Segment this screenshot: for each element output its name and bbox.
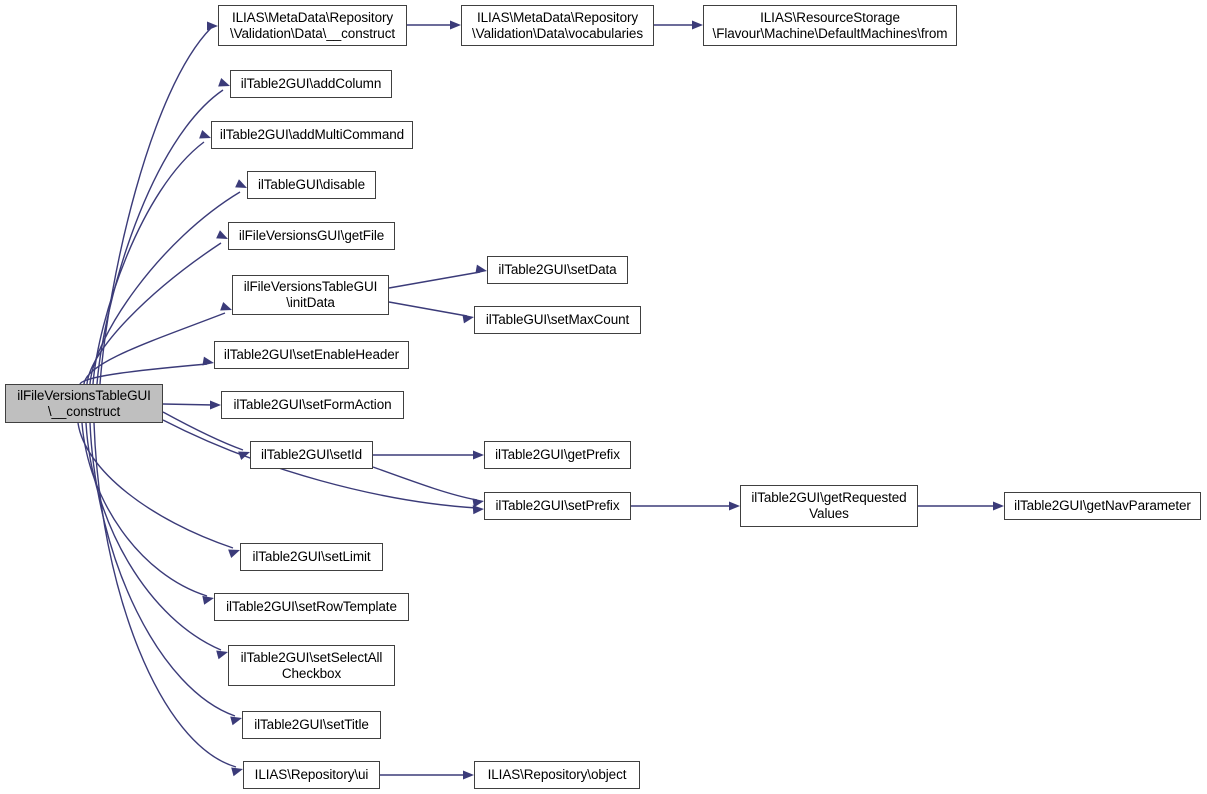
- graph-node-defaultmachines[interactable]: ILIAS\ResourceStorage \Flavour\Machine\D…: [703, 5, 957, 46]
- graph-node-label: ILIAS\Repository\ui: [254, 767, 369, 782]
- graph-edge-arrowhead: [462, 314, 474, 324]
- graph-node-getRequested[interactable]: ilTable2GUI\getRequested Values: [740, 485, 918, 527]
- graph-node-label: ilTable2GUI\setData: [498, 262, 617, 277]
- graph-node-label: ilTableGUI\disable: [257, 177, 365, 192]
- graph-node-label: ilTableGUI\setMaxCount: [485, 312, 630, 327]
- graph-edge-arrowhead: [993, 501, 1004, 511]
- graph-edge-root-to-setTitle: [89, 422, 236, 717]
- graph-edge-arrowhead: [729, 501, 740, 511]
- graph-node-setLimit[interactable]: ilTable2GUI\setLimit: [240, 543, 383, 571]
- graph-node-setMaxCount[interactable]: ilTableGUI\setMaxCount: [474, 306, 641, 334]
- graph-node-addMultiCommand[interactable]: ilTable2GUI\addMultiCommand: [211, 121, 413, 149]
- graph-edge-root-to-getFile: [86, 242, 222, 385]
- graph-node-root[interactable]: ilFileVersionsTableGUI \__construct: [5, 384, 163, 423]
- graph-node-disable[interactable]: ilTableGUI\disable: [247, 171, 376, 199]
- graph-edge-arrowhead: [473, 450, 484, 460]
- graph-node-label: ilFileVersionsTableGUI \initData: [243, 279, 378, 310]
- graph-edge-root-to-addColumn: [96, 89, 224, 385]
- graph-node-label: ilTable2GUI\setFormAction: [233, 397, 392, 412]
- graph-node-getPrefix[interactable]: ilTable2GUI\getPrefix: [484, 441, 631, 469]
- graph-node-label: ilTable2GUI\setSelectAll Checkbox: [240, 649, 383, 681]
- graph-node-initData[interactable]: ilFileVersionsTableGUI \initData: [232, 275, 389, 315]
- graph-node-setData[interactable]: ilTable2GUI\setData: [487, 256, 628, 284]
- graph-node-repo_ui[interactable]: ILIAS\Repository\ui: [243, 761, 380, 789]
- graph-node-label: ilTable2GUI\setRowTemplate: [226, 599, 397, 614]
- graph-node-label: ilTable2GUI\addColumn: [240, 76, 382, 91]
- graph-node-setSelectAll[interactable]: ilTable2GUI\setSelectAll Checkbox: [228, 645, 395, 686]
- graph-edge-arrowhead: [210, 400, 221, 410]
- graph-node-label: ilTable2GUI\setPrefix: [495, 498, 620, 513]
- graph-edge-arrowhead: [202, 356, 214, 366]
- graph-node-repo_object[interactable]: ILIAS\Repository\object: [474, 761, 640, 789]
- graph-edge-root-to-setFormAction: [162, 403, 215, 406]
- graph-edge-arrowhead: [472, 505, 484, 515]
- graph-node-label: ILIAS\MetaData\Repository \Validation\Da…: [229, 9, 396, 41]
- graph-edge-root-to-setLimit: [77, 422, 234, 549]
- graph-node-label: ilTable2GUI\setEnableHeader: [223, 347, 400, 362]
- graph-edge-arrowhead: [450, 20, 461, 30]
- graph-node-setTitle[interactable]: ilTable2GUI\setTitle: [242, 711, 381, 739]
- graph-edge-initData-to-setMaxCount: [388, 301, 468, 317]
- graph-node-setEnableHeader[interactable]: ilTable2GUI\setEnableHeader: [214, 341, 409, 369]
- graph-node-getNavParameter[interactable]: ilTable2GUI\getNavParameter: [1004, 492, 1201, 520]
- graph-node-label: ilFileVersionsGUI\getFile: [238, 228, 385, 243]
- graph-edge-root-to-setEnableHeader: [79, 363, 208, 385]
- graph-edge-root-to-setSelectAll: [85, 422, 222, 651]
- graph-edge-setId-to-setPrefix: [372, 466, 478, 501]
- graph-node-label: ilTable2GUI\getRequested Values: [751, 490, 907, 521]
- graph-edge-arrowhead: [692, 20, 703, 30]
- graph-node-label: ILIAS\MetaData\Repository \Validation\Da…: [472, 9, 643, 41]
- graph-node-addColumn[interactable]: ilTable2GUI\addColumn: [230, 70, 392, 98]
- graph-edge-root-to-setRowTemplate: [81, 422, 208, 597]
- graph-node-setRowTemplate[interactable]: ilTable2GUI\setRowTemplate: [214, 593, 409, 621]
- graph-edge-root-to-addMultiCommand: [92, 141, 205, 385]
- graph-node-vocabularies[interactable]: ILIAS\MetaData\Repository \Validation\Da…: [461, 5, 654, 46]
- graph-node-label: ILIAS\ResourceStorage \Flavour\Machine\D…: [712, 9, 948, 41]
- graph-node-label: ilTable2GUI\setId: [260, 447, 363, 462]
- graph-node-label: ilTable2GUI\getPrefix: [495, 447, 620, 462]
- graph-node-setPrefix[interactable]: ilTable2GUI\setPrefix: [484, 492, 631, 520]
- graph-node-label: ILIAS\Repository\object: [487, 767, 627, 782]
- graph-node-md_construct[interactable]: ILIAS\MetaData\Repository \Validation\Da…: [218, 5, 407, 46]
- graph-edge-arrowhead: [207, 21, 218, 31]
- graph-edge-initData-to-setData: [388, 271, 481, 289]
- graph-node-label: ilTable2GUI\getNavParameter: [1014, 498, 1191, 513]
- graph-node-getFile[interactable]: ilFileVersionsGUI\getFile: [228, 222, 395, 250]
- graph-edge-root-to-initData: [83, 312, 226, 385]
- graph-node-label: ilTable2GUI\setLimit: [252, 549, 371, 564]
- graph-node-setId[interactable]: ilTable2GUI\setId: [250, 441, 373, 469]
- graph-node-setFormAction[interactable]: ilTable2GUI\setFormAction: [221, 391, 404, 419]
- graph-node-label: ilTable2GUI\addMultiCommand: [219, 127, 405, 142]
- graph-edge-root-to-md_construct: [99, 27, 212, 385]
- graph-node-label: ilFileVersionsTableGUI \__construct: [17, 387, 151, 419]
- graph-edge-arrowhead: [475, 264, 487, 274]
- graph-edge-arrowhead: [463, 770, 474, 780]
- graph-node-label: ilTable2GUI\setTitle: [254, 717, 369, 732]
- graph-edge-arrowhead: [472, 498, 484, 508]
